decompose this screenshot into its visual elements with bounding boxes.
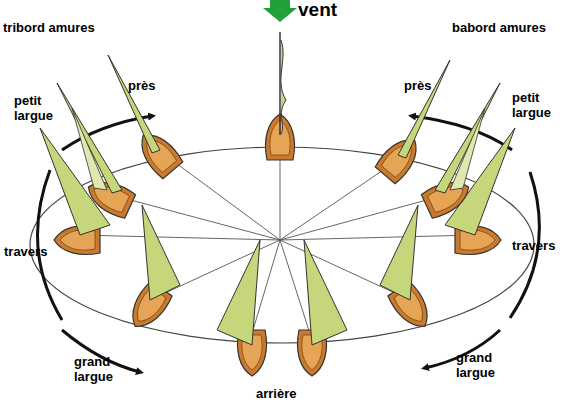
- wind-arrow: [263, 0, 297, 22]
- point-of-sail-label: près: [128, 78, 155, 93]
- point-of-sail-label: arrière: [256, 386, 296, 401]
- point-of-sail-label: petit largue: [512, 90, 562, 120]
- wind-label: vent: [298, 0, 337, 20]
- bearing-lines: [78, 140, 475, 340]
- point-of-sail-label: près: [404, 78, 431, 93]
- point-of-sail-label: babord amures: [452, 20, 546, 35]
- point-of-sail-label: grand largue: [456, 350, 508, 380]
- sailboats: [40, 32, 515, 376]
- point-of-sail-label: tribord amures: [3, 20, 95, 35]
- point-of-sail-label: grand largue: [74, 354, 126, 384]
- point-of-sail-label: travers: [4, 244, 47, 259]
- point-of-sail-label: travers: [512, 238, 555, 253]
- point-of-sail-label: petit largue: [14, 93, 64, 123]
